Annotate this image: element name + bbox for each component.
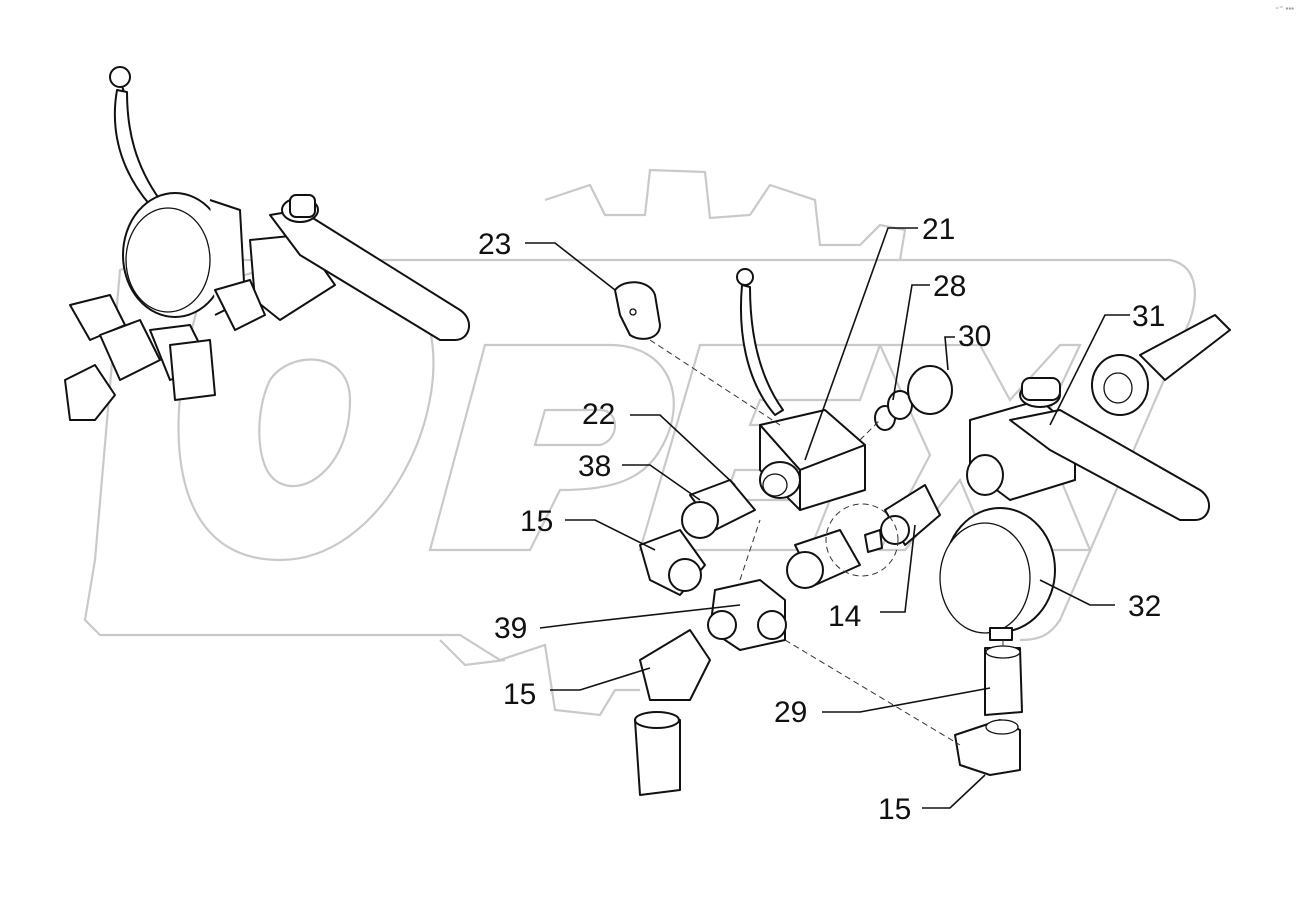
callout-39: 39 bbox=[494, 612, 528, 645]
callout-21: 21 bbox=[922, 213, 956, 246]
part-21-valve-body bbox=[736, 268, 866, 511]
part-15-elbow-lower-right bbox=[954, 719, 1021, 776]
part-29-adapter bbox=[984, 645, 1023, 716]
part-14-check-valve bbox=[825, 484, 941, 577]
callout-29: 29 bbox=[774, 696, 808, 729]
part-23-bracket bbox=[614, 281, 661, 340]
part-39-cross bbox=[707, 579, 787, 651]
part-15-elbow-lower-left bbox=[634, 629, 711, 796]
assembled-valve-unit bbox=[64, 66, 470, 421]
callout-23: 23 bbox=[478, 228, 512, 261]
callout-15-upper: 15 bbox=[520, 505, 554, 538]
callout-22: 22 bbox=[582, 398, 616, 431]
alignment-lines bbox=[649, 339, 1004, 746]
part-32-pressure-gauge bbox=[939, 507, 1056, 641]
callout-14: 14 bbox=[828, 600, 862, 633]
callout-30: 30 bbox=[958, 320, 992, 353]
callout-15-lower-left: 15 bbox=[503, 678, 537, 711]
part-30-nut bbox=[907, 365, 953, 415]
part-15-elbow-upper bbox=[639, 529, 706, 596]
callout-32: 32 bbox=[1128, 590, 1162, 623]
callout-28: 28 bbox=[933, 270, 967, 303]
part-31-valve-with-lever bbox=[966, 314, 1231, 521]
part-28-nipple bbox=[874, 390, 913, 431]
callout-38: 38 bbox=[578, 450, 612, 483]
leader-lines bbox=[525, 227, 1130, 809]
callout-15-lower-right: 15 bbox=[878, 793, 912, 826]
callout-31: 31 bbox=[1132, 300, 1166, 333]
corner-mark: ⁃⁼ ▪▪▪ bbox=[1275, 4, 1294, 13]
watermark-gear-outline bbox=[83, 168, 907, 717]
